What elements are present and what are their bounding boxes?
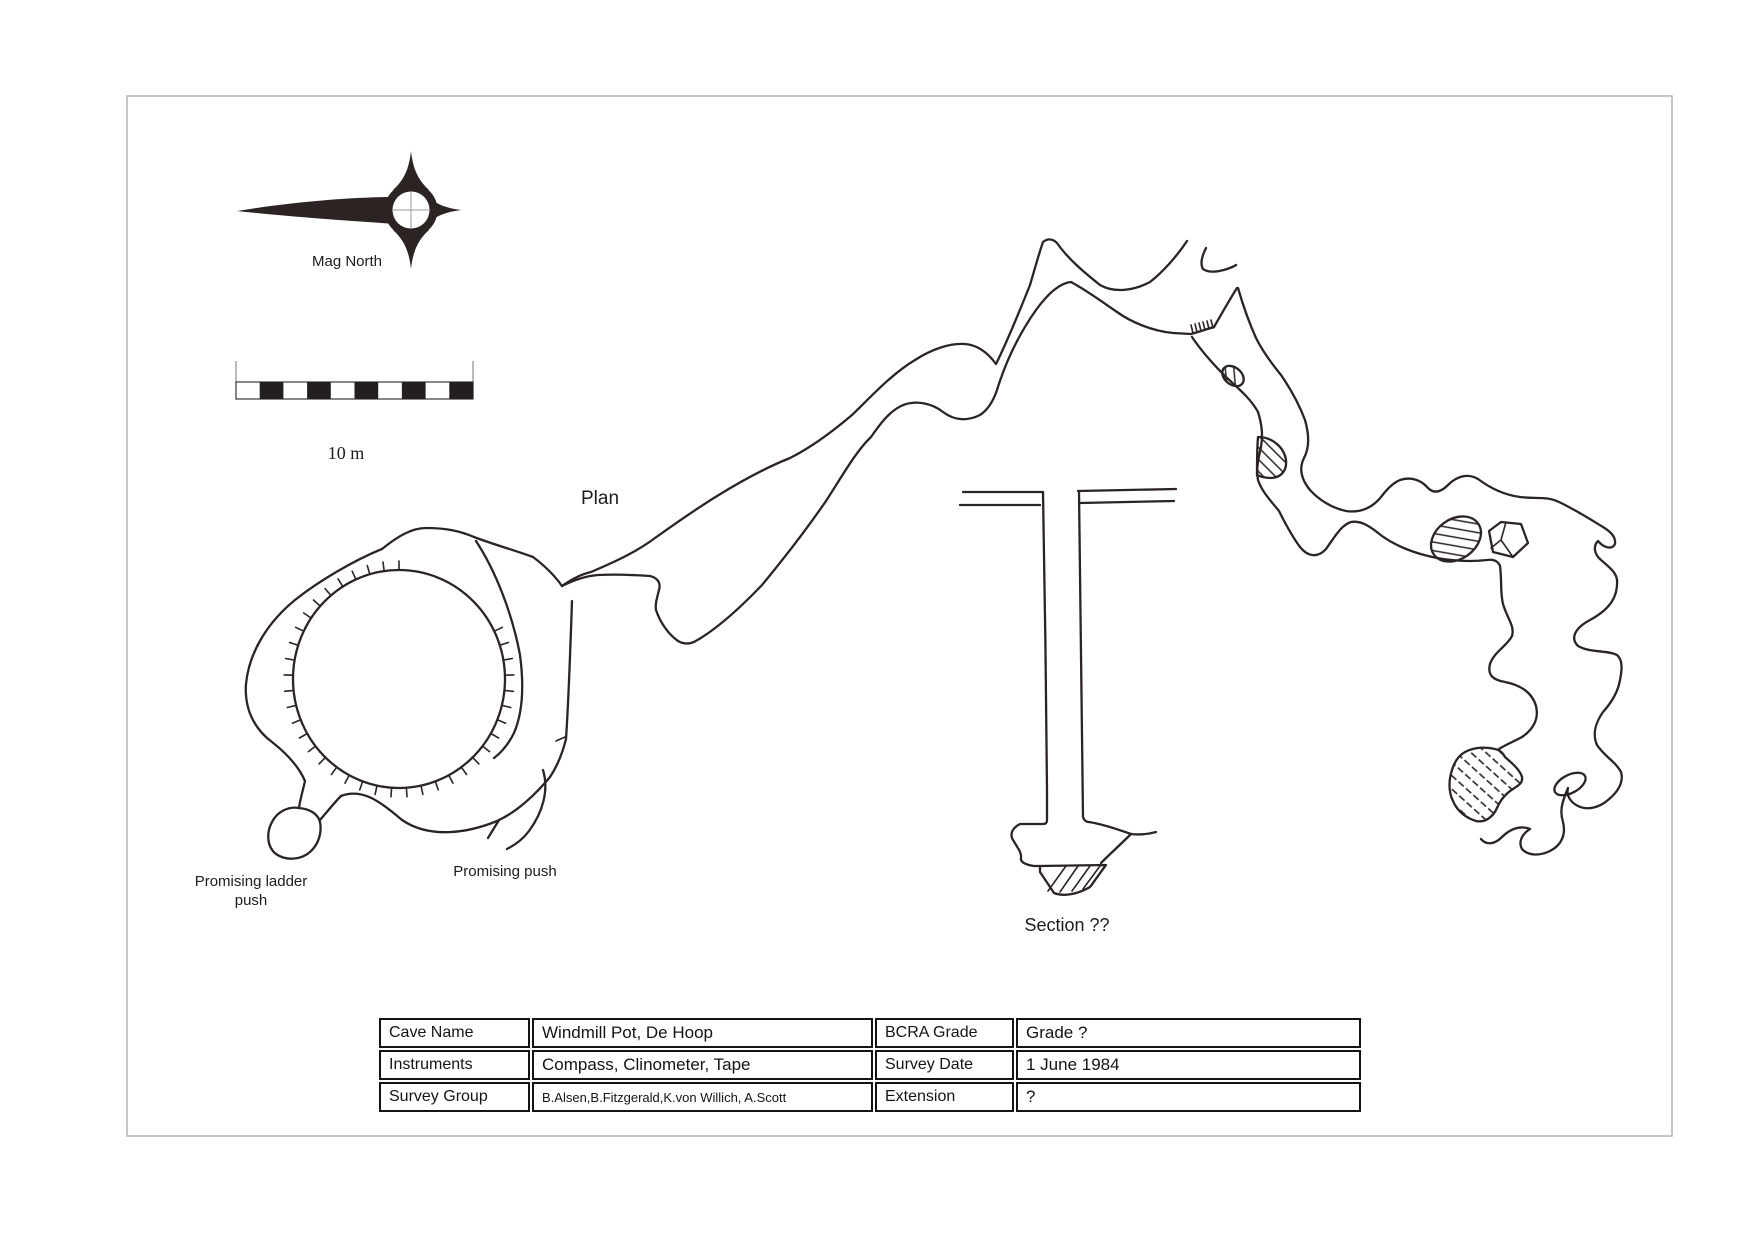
promising-ladder-push-label-line2: push	[235, 892, 268, 909]
mag-north-label: Mag North	[312, 253, 382, 270]
surface-line-right-lower	[1078, 499, 1176, 505]
boulder-hatched	[1429, 515, 1483, 563]
compass-west-arrow	[237, 197, 396, 224]
chamber-bottom-outer-wall	[339, 599, 574, 834]
scale-bar-icon	[235, 361, 474, 400]
boulder-choke-hatched	[1448, 746, 1524, 823]
ladder-push-lobe	[267, 806, 322, 860]
bcra-grade-label: BCRA Grade	[875, 1018, 1014, 1048]
page-frame	[126, 95, 1673, 1137]
section-label: Section ??	[1024, 915, 1109, 935]
wall-tick	[555, 736, 566, 742]
promising-push-label: Promising push	[453, 863, 556, 880]
survey-info-table: Cave Name Windmill Pot, De Hoop BCRA Gra…	[377, 1016, 1363, 1114]
open-passage-hook	[1200, 246, 1238, 273]
compass-rose-icon	[237, 151, 462, 269]
survey-group-value: B.Alsen,B.Fitzgerald,K.von Willich, A.Sc…	[532, 1082, 873, 1112]
funnel-right-wall	[1099, 832, 1133, 865]
main-passage-lower-wall	[560, 280, 1193, 645]
boulder-hatched	[1221, 364, 1245, 388]
cave-plan	[244, 238, 1623, 860]
junction-lip	[1189, 325, 1216, 336]
instruments-label: Instruments	[379, 1050, 530, 1080]
rock-pillar-outline	[1553, 771, 1587, 797]
promising-push-slash	[486, 818, 501, 840]
bcra-grade-value: Grade ?	[1016, 1018, 1361, 1048]
table-row: Instruments Compass, Clinometer, Tape Su…	[379, 1050, 1361, 1080]
surface-line-right-upper	[1076, 487, 1178, 493]
chamber-top-wall	[380, 526, 564, 588]
plan-label: Plan	[581, 488, 619, 509]
pit-lip	[291, 568, 507, 790]
cave-name-label: Cave Name	[379, 1018, 530, 1048]
chamber-right-outer-wall	[474, 539, 524, 760]
junction-wall	[1212, 286, 1239, 329]
survey-group-label: Survey Group	[379, 1082, 530, 1112]
boulder-hatched	[1255, 435, 1288, 480]
ne-branch-left-wall	[1190, 335, 1538, 751]
cave-name-value: Windmill Pot, De Hoop	[532, 1018, 873, 1048]
main-passage-upper-wall	[560, 238, 1189, 588]
table-row: Cave Name Windmill Pot, De Hoop BCRA Gra…	[379, 1018, 1361, 1048]
boulder-block	[1487, 520, 1530, 559]
chamber-outer-wall	[244, 547, 384, 810]
extension-label: Extension	[875, 1082, 1014, 1112]
pitch-tick-marks	[283, 560, 515, 798]
ne-branch-right-wall	[1236, 286, 1623, 856]
cave-section	[958, 487, 1178, 896]
lobe-neck	[318, 794, 343, 822]
scale-label: 10 m	[328, 443, 365, 463]
promising-ladder-push-label-line1: Promising ladder	[195, 873, 308, 890]
shaft-left-wall	[1010, 490, 1049, 868]
section-floor-hatched	[1038, 863, 1108, 896]
instruments-value: Compass, Clinometer, Tape	[532, 1050, 873, 1080]
scale-bar-segments	[259, 382, 473, 399]
survey-date-label: Survey Date	[875, 1050, 1014, 1080]
shaft-right-wall	[1077, 489, 1158, 836]
junction-pitch-ticks	[1190, 319, 1214, 334]
table-row: Survey Group B.Alsen,B.Fitzgerald,K.von …	[379, 1082, 1361, 1112]
survey-date-value: 1 June 1984	[1016, 1050, 1361, 1080]
promising-push-arc	[505, 768, 547, 851]
extension-value: ?	[1016, 1082, 1361, 1112]
